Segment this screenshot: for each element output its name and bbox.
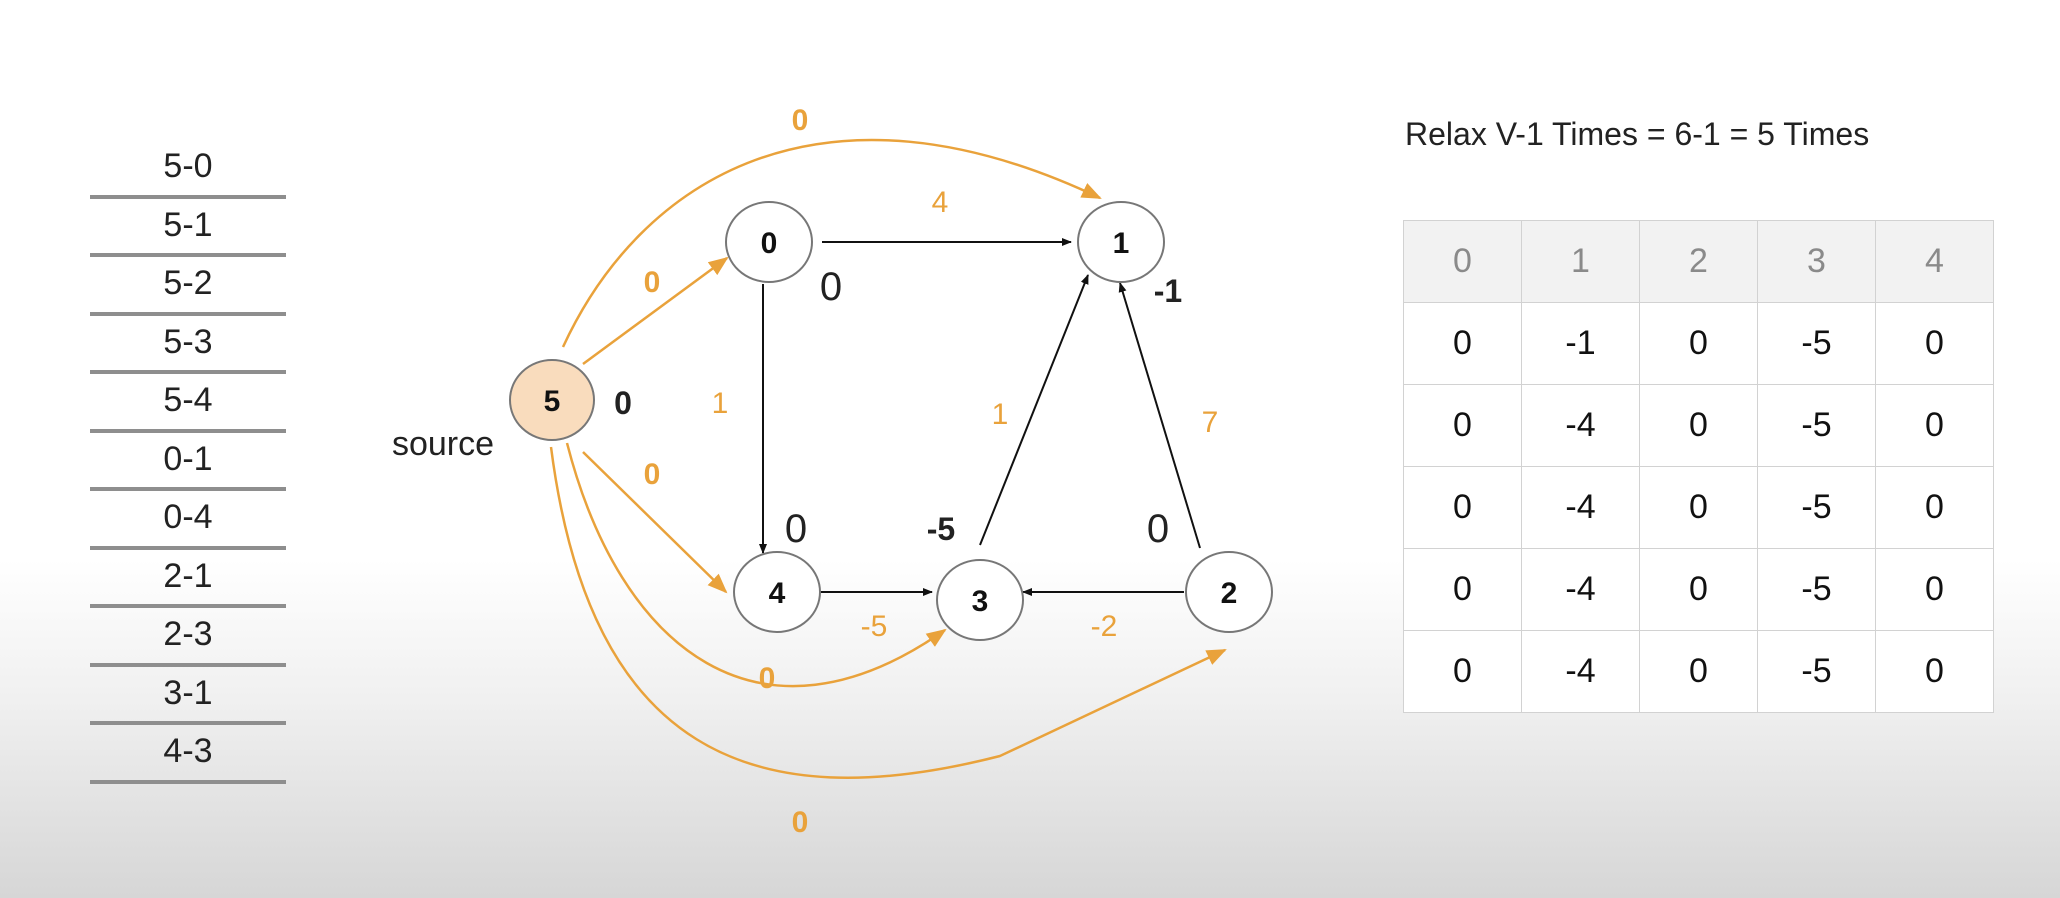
table-cell: 0 (1639, 548, 1758, 631)
table-cell: -4 (1521, 384, 1640, 467)
relax-caption: Relax V-1 Times = 6-1 = 5 Times (1405, 116, 1870, 152)
edge-weight-2-3: -2 (1091, 610, 1118, 643)
table-row: 0 -4 0 -5 0 (1403, 466, 1994, 549)
table-cell: 0 (1639, 302, 1758, 385)
edge-list: 5-0 5-1 5-2 5-3 5-4 0-1 0-4 2-1 2-3 3-1 … (90, 140, 286, 784)
table-row: 0 -4 0 -5 0 (1403, 548, 1994, 631)
table-cell: -1 (1521, 302, 1640, 385)
edge-5-3 (565, 442, 947, 688)
distance-label-1: -1 (1154, 273, 1182, 309)
table-cell: 0 (1875, 630, 1994, 713)
edge-2-1 (1118, 282, 1201, 549)
column-header: 3 (1757, 220, 1876, 303)
graph-node-4: 4 (733, 551, 821, 633)
table-header-row: 0 1 2 3 4 (1403, 220, 1994, 303)
distance-label-3: -5 (927, 511, 955, 547)
table-cell: 0 (1403, 548, 1522, 631)
column-header: 4 (1875, 220, 1994, 303)
table-cell: 0 (1875, 384, 1994, 467)
table-cell: 0 (1403, 630, 1522, 713)
table-cell: 0 (1403, 466, 1522, 549)
edge-list-item: 0-4 (90, 491, 286, 550)
edge-weight-5-3: 0 (759, 662, 776, 695)
edge-weight-5-1: 0 (792, 104, 809, 137)
edge-list-item: 4-3 (90, 725, 286, 784)
table-cell: 0 (1403, 302, 1522, 385)
svg-text:0: 0 (761, 227, 778, 260)
edge-weight-2-1: 7 (1202, 406, 1219, 439)
table-cell: 0 (1875, 548, 1994, 631)
table-row: 0 -1 0 -5 0 (1403, 302, 1994, 385)
graph-node-5: 5 (509, 359, 595, 441)
edge-weight-5-0: 0 (644, 266, 661, 299)
table-cell: -5 (1757, 466, 1876, 549)
edge-weight-0-1: 4 (932, 186, 949, 219)
distance-table: 0 1 2 3 4 0 -1 0 -5 0 0 -4 0 -5 0 0 -4 0… (1403, 220, 1994, 713)
table-row: 0 -4 0 -5 0 (1403, 384, 1994, 467)
graph-node-2: 2 (1185, 551, 1273, 633)
column-header: 0 (1403, 220, 1522, 303)
edge-5-4 (582, 451, 728, 594)
table-cell: 0 (1403, 384, 1522, 467)
svg-text:4: 4 (769, 577, 786, 610)
edge-list-item: 5-0 (90, 140, 286, 199)
edge-5-2 (549, 446, 1227, 779)
graph-node-1: 1 (1077, 201, 1165, 283)
edge-list-item: 2-3 (90, 608, 286, 667)
edge-5-1 (561, 138, 1102, 348)
edge-list-item: 5-4 (90, 374, 286, 433)
table-cell: 0 (1639, 630, 1758, 713)
table-cell: -4 (1521, 630, 1640, 713)
table-cell: -4 (1521, 548, 1640, 631)
svg-text:2: 2 (1221, 577, 1238, 610)
edge-list-item: 2-1 (90, 550, 286, 608)
source-label: source (392, 425, 494, 463)
column-header: 1 (1521, 220, 1640, 303)
svg-text:3: 3 (972, 585, 989, 618)
table-cell: -5 (1757, 548, 1876, 631)
table-cell: 0 (1639, 466, 1758, 549)
table-cell: -5 (1757, 384, 1876, 467)
edge-weight-5-2: 0 (792, 806, 809, 839)
edge-weight-3-1: 1 (992, 398, 1009, 431)
edge-list-item: 5-2 (90, 257, 286, 316)
distance-label-5: 0 (614, 385, 632, 421)
svg-text:5: 5 (544, 385, 561, 418)
edge-list-item: 0-1 (90, 433, 286, 491)
edge-3-1 (979, 274, 1089, 546)
table-cell: 0 (1639, 384, 1758, 467)
distance-label-4: 0 (785, 507, 807, 551)
table-cell: 0 (1875, 302, 1994, 385)
distance-label-2: 0 (1147, 507, 1169, 551)
edge-5-0 (582, 256, 729, 366)
distance-label-0: 0 (820, 265, 842, 309)
edge-weight-4-3: -5 (861, 610, 888, 643)
graph-node-3: 3 (936, 559, 1024, 641)
graph-node-0: 0 (725, 201, 813, 283)
svg-text:1: 1 (1113, 227, 1130, 260)
edge-list-item: 5-1 (90, 199, 286, 257)
edge-weight-0-4: 1 (712, 387, 729, 420)
table-row: 0 -4 0 -5 0 (1403, 630, 1994, 713)
table-cell: -5 (1757, 630, 1876, 713)
table-cell: -5 (1757, 302, 1876, 385)
table-cell: -4 (1521, 466, 1640, 549)
edge-list-item: 5-3 (90, 316, 286, 374)
edge-weight-5-4: 0 (644, 458, 661, 491)
column-header: 2 (1639, 220, 1758, 303)
table-cell: 0 (1875, 466, 1994, 549)
edge-list-item: 3-1 (90, 667, 286, 725)
